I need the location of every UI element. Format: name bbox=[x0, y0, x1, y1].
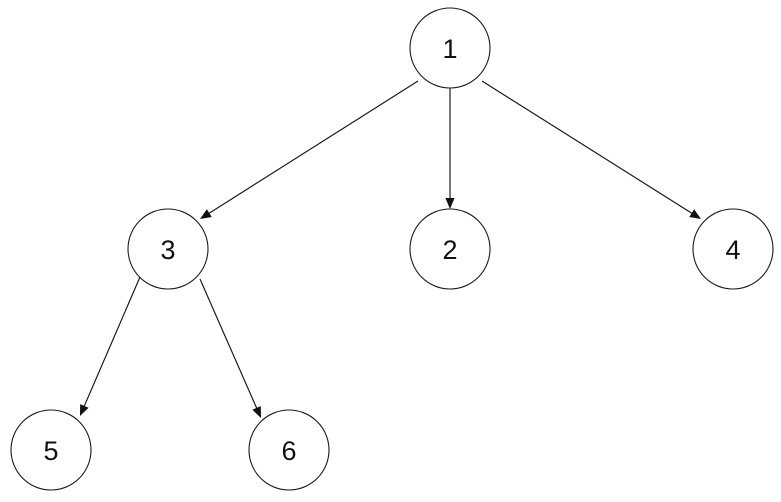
edge-line bbox=[481, 80, 695, 215]
edge-line bbox=[206, 80, 419, 215]
node-label: 2 bbox=[442, 235, 457, 265]
arrowhead-icon bbox=[80, 404, 89, 416]
graph-node-1[interactable]: 1 bbox=[409, 7, 491, 89]
nodes-layer: 1 3 2 4 5 6 bbox=[10, 7, 774, 491]
node-label: 5 bbox=[43, 436, 58, 466]
edge-3-to-5 bbox=[80, 276, 141, 416]
graph-node-2[interactable]: 2 bbox=[409, 208, 491, 290]
graph-node-4[interactable]: 4 bbox=[692, 208, 774, 290]
graph-node-6[interactable]: 6 bbox=[248, 409, 330, 491]
node-circle[interactable] bbox=[127, 208, 209, 290]
node-label: 4 bbox=[725, 235, 740, 265]
node-label: 6 bbox=[281, 436, 296, 466]
node-circle[interactable] bbox=[248, 409, 330, 491]
node-circle[interactable] bbox=[409, 208, 491, 290]
arrowhead-icon bbox=[200, 209, 212, 219]
edges-layer bbox=[80, 80, 701, 418]
edge-3-to-6 bbox=[199, 278, 261, 418]
edge-1-to-4 bbox=[481, 80, 701, 219]
node-circle[interactable] bbox=[692, 208, 774, 290]
edge-1-to-2 bbox=[445, 88, 455, 209]
arrowhead-icon bbox=[252, 406, 261, 418]
edge-1-to-3 bbox=[200, 80, 419, 219]
graph-node-5[interactable]: 5 bbox=[10, 409, 92, 491]
arrowhead-icon bbox=[689, 209, 701, 219]
node-label: 1 bbox=[442, 34, 457, 64]
arrowhead-icon bbox=[445, 198, 455, 209]
graph-node-3[interactable]: 3 bbox=[127, 208, 209, 290]
node-circle[interactable] bbox=[10, 409, 92, 491]
node-circle[interactable] bbox=[409, 7, 491, 89]
edge-line bbox=[199, 278, 259, 411]
edge-line bbox=[82, 276, 141, 409]
node-label: 3 bbox=[160, 235, 175, 265]
